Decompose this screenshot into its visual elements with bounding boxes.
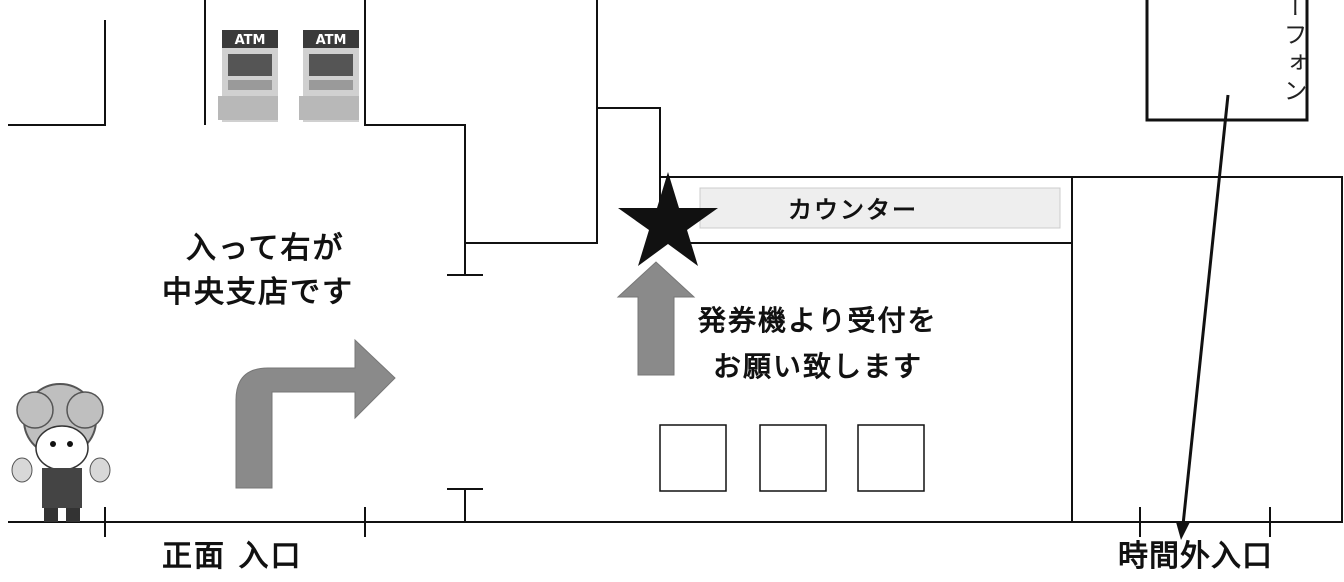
turn-right-arrow-icon [235,338,396,489]
seat [759,424,827,492]
up-arrow-icon [616,261,696,376]
star-icon [618,172,718,266]
front-entrance-label: 正面 入口 [162,539,303,574]
after-hours-entrance-label: 時間外入口 [1118,539,1273,574]
waiting-seats [659,424,925,492]
atm-label: ATM [316,33,347,48]
atm-label: ATM [235,33,266,48]
arrowhead-icon [1176,522,1190,540]
interphone-pointer [1181,94,1230,526]
seat [857,424,925,492]
atm-machine-icon: ATM [299,30,359,122]
walls [8,0,1343,537]
enter-right-line2: 中央支店です [162,275,354,310]
counter-label: カウンター [788,196,918,224]
seat [659,424,727,492]
ticket-line1: 発券機より受付を [698,304,938,337]
enter-right-line1: 入って右が [186,231,345,266]
mascot-character-icon [11,383,111,522]
atm-machine-icon: ATM [218,30,278,122]
counter-strip [699,187,1061,229]
interphone-label: ーフォン [1279,0,1307,106]
ticket-line2: お願い致します [713,350,924,383]
